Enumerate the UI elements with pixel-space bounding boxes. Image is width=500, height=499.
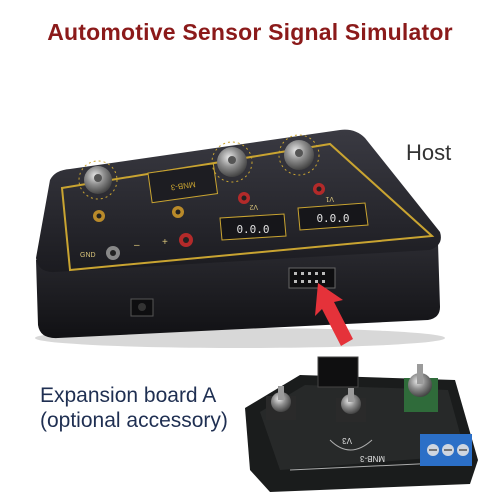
knob-left-icon <box>78 160 118 200</box>
label-v2: V2 <box>249 203 258 210</box>
host-panel-model: MNB-3 <box>170 180 196 192</box>
jack-gold-left-icon <box>93 210 105 222</box>
arrow-up-icon <box>315 283 353 346</box>
expansion-board-label-line1: Expansion board A <box>40 384 217 407</box>
host-device: MNB-3 <box>35 129 445 348</box>
power-jack-icon <box>130 298 154 317</box>
jack-gnd-icon <box>106 246 120 260</box>
display-v1-readout: 0.0.0 <box>316 212 349 225</box>
expansion-board: MNB-3 V3 <box>245 356 478 492</box>
jack-red-top-right-icon <box>313 183 325 195</box>
plus-label: + <box>162 237 168 248</box>
jack-gold-center-icon <box>172 206 184 218</box>
jack-red-top-middle-icon <box>238 192 250 204</box>
display-v2-readout: 0.0.0 <box>236 223 269 236</box>
knob-right-icon <box>278 134 320 176</box>
jack-red-bottom-icon <box>179 233 193 247</box>
display-v2: 0.0.0 <box>219 213 287 241</box>
label-v1: V1 <box>325 195 334 202</box>
board-pot-middle-icon <box>336 388 366 422</box>
page-title: Automotive Sensor Signal Simulator <box>47 19 453 45</box>
knob-middle-icon <box>211 141 253 183</box>
board-relay-icon <box>317 356 359 388</box>
minus-label: – <box>134 240 140 251</box>
screw-terminal-icon <box>420 434 472 466</box>
board-model-label: MNB-3 <box>360 454 385 463</box>
display-v1: 0.0.0 <box>297 202 369 231</box>
gnd-label: GND <box>80 252 96 259</box>
board-v3-label: V3 <box>342 436 352 445</box>
host-label: Host <box>406 140 452 165</box>
host-top-surface <box>36 129 441 273</box>
board-pot-right-icon <box>404 364 438 412</box>
expansion-board-label: Expansion board A (optional accessory) <box>40 383 228 433</box>
expansion-port-icon <box>288 267 336 289</box>
expansion-board-label-line2: (optional accessory) <box>40 409 228 432</box>
board-pot-left-icon <box>266 386 296 420</box>
